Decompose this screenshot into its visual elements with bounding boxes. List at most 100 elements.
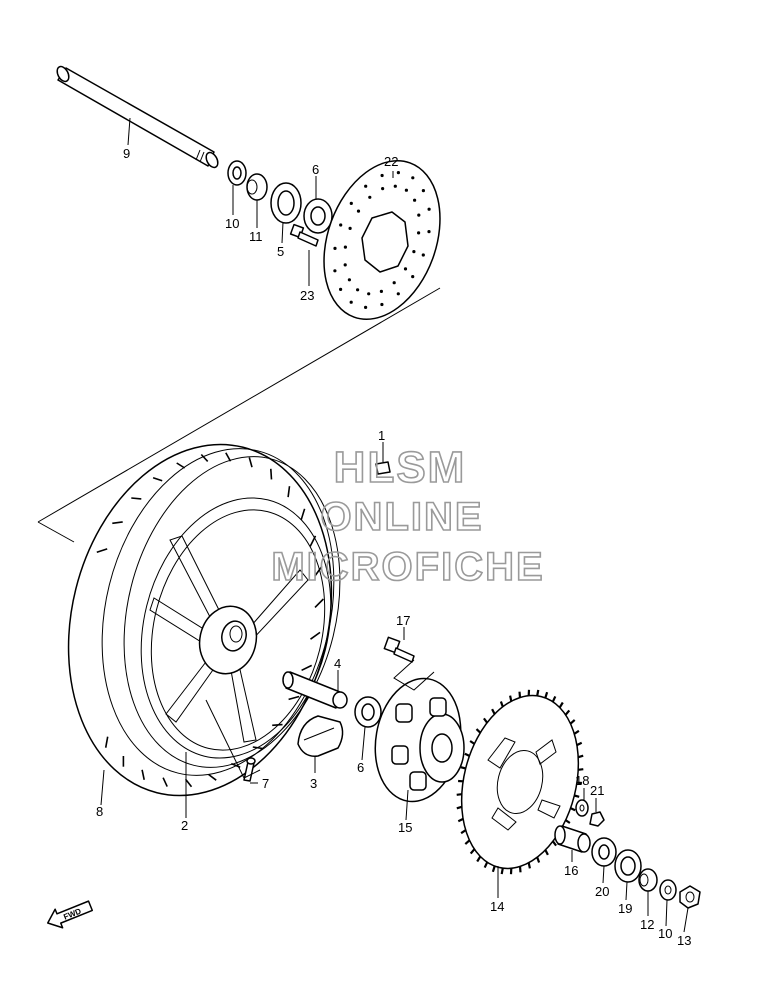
disc-hole: [349, 201, 353, 205]
sprocket-tooth: [518, 691, 522, 698]
callout-14: 14: [490, 899, 504, 914]
tread-mark: [288, 695, 300, 701]
disc-hole: [417, 213, 421, 217]
callout-1: 1: [378, 428, 385, 443]
disc-hole: [364, 305, 368, 309]
disc-bolt: [289, 223, 319, 247]
forward-arrow-icon: FWD: [46, 900, 94, 929]
sprocket-tooth: [544, 691, 549, 699]
tread-mark: [152, 476, 163, 482]
disc-hole: [356, 209, 361, 213]
disc-hole: [421, 253, 425, 257]
rear-wheel-rim: [140, 497, 332, 759]
sprocket-tooth: [578, 768, 584, 771]
disc-hole: [381, 187, 385, 191]
sprocket-tooth: [491, 865, 496, 873]
disc-hole: [380, 302, 384, 307]
callout-13: 13: [677, 933, 691, 948]
callout-2: 2: [181, 818, 188, 833]
disc-hole: [411, 275, 415, 279]
watermark-line-1: HLSM: [334, 443, 467, 492]
callout-15: 15: [398, 820, 412, 835]
callout-6-upper: 6: [312, 162, 319, 177]
callout-12: 12: [640, 917, 654, 932]
disc-hole: [348, 226, 352, 230]
sprocket-washer: [575, 799, 589, 817]
bearing-upper: [303, 198, 333, 234]
sprocket-tooth: [460, 829, 467, 835]
sprocket-tooth: [558, 701, 564, 709]
tread-mark: [300, 508, 306, 521]
sprocket-tooth: [483, 717, 488, 724]
disc-hole: [403, 267, 408, 271]
disc-hole: [393, 184, 397, 188]
watermark-line-3: MICROFICHE: [271, 545, 544, 589]
sprocket-tooth: [460, 766, 466, 770]
disc-hole: [413, 198, 417, 202]
hub-bolt: [383, 636, 415, 663]
callout-7: 7: [262, 776, 269, 791]
sprocket-tooth: [576, 741, 583, 747]
callout-5: 5: [277, 244, 284, 259]
tread-mark: [248, 457, 253, 468]
tread-mark: [314, 598, 324, 608]
sprocket-tooth: [491, 708, 496, 715]
sprocket-tooth: [464, 839, 471, 845]
oil-seal: [270, 182, 302, 224]
disc-hole: [396, 171, 400, 175]
callout-18: 18: [575, 773, 589, 788]
wheel-spacer: [282, 671, 348, 709]
disc-hole: [343, 263, 347, 267]
tread-mark: [287, 486, 291, 498]
sprocket-tooth: [499, 701, 504, 708]
disc-hole: [356, 288, 360, 292]
sprocket-tooth: [536, 689, 540, 697]
sprocket-tooth: [564, 819, 571, 824]
sprocket-tooth: [476, 855, 482, 863]
sprocket-tooth: [457, 817, 464, 823]
disc-hole: [417, 231, 421, 235]
tread-mark: [270, 468, 273, 480]
disc-hole: [412, 250, 416, 254]
axle-nut: [679, 885, 701, 909]
sprocket-tooth: [536, 856, 541, 863]
callout-10-upper: 10: [225, 216, 239, 231]
sprocket-tooth: [469, 848, 476, 855]
sprocket-drum-hub: [374, 677, 465, 803]
rear-sprocket: [456, 689, 584, 875]
disc-hole: [368, 195, 372, 199]
sprocket-spacer: [554, 825, 591, 853]
sprocket-tooth: [574, 794, 580, 798]
sprocket-tooth: [569, 719, 576, 725]
tread-mark: [314, 565, 323, 577]
watermark: HLSM ONLINE MICROFICHE: [271, 442, 544, 590]
sprocket-tooth: [551, 695, 557, 703]
sprocket-tooth: [475, 728, 482, 734]
sprocket-tooth: [518, 866, 522, 873]
disc-hole: [380, 173, 384, 178]
sprocket-tooth: [483, 861, 489, 869]
sprocket-tooth: [456, 793, 462, 796]
tread-mark: [310, 631, 321, 640]
callout-22: 22: [384, 154, 398, 169]
sprocket-tooth: [509, 695, 513, 702]
callout-8: 8: [96, 804, 103, 819]
disc-hole: [379, 289, 383, 293]
tread-mark: [301, 664, 313, 672]
disc-hole: [339, 223, 343, 227]
balancer-weight: [375, 461, 391, 475]
disc-hole: [404, 188, 408, 192]
disc-hole: [392, 281, 396, 285]
sprocket-nut: [589, 811, 605, 827]
callout-19: 19: [618, 901, 632, 916]
tread-mark: [112, 521, 123, 525]
callout-3: 3: [310, 776, 317, 791]
callout-6-lower: 6: [357, 760, 364, 775]
callout-17: 17: [396, 613, 410, 628]
disc-hole: [421, 189, 425, 193]
sprocket-oil-seal: [614, 849, 642, 883]
tread-mark: [184, 778, 193, 788]
tread-mark: [272, 723, 283, 727]
sprocket-tooth: [564, 709, 571, 716]
disc-hole: [349, 300, 353, 304]
